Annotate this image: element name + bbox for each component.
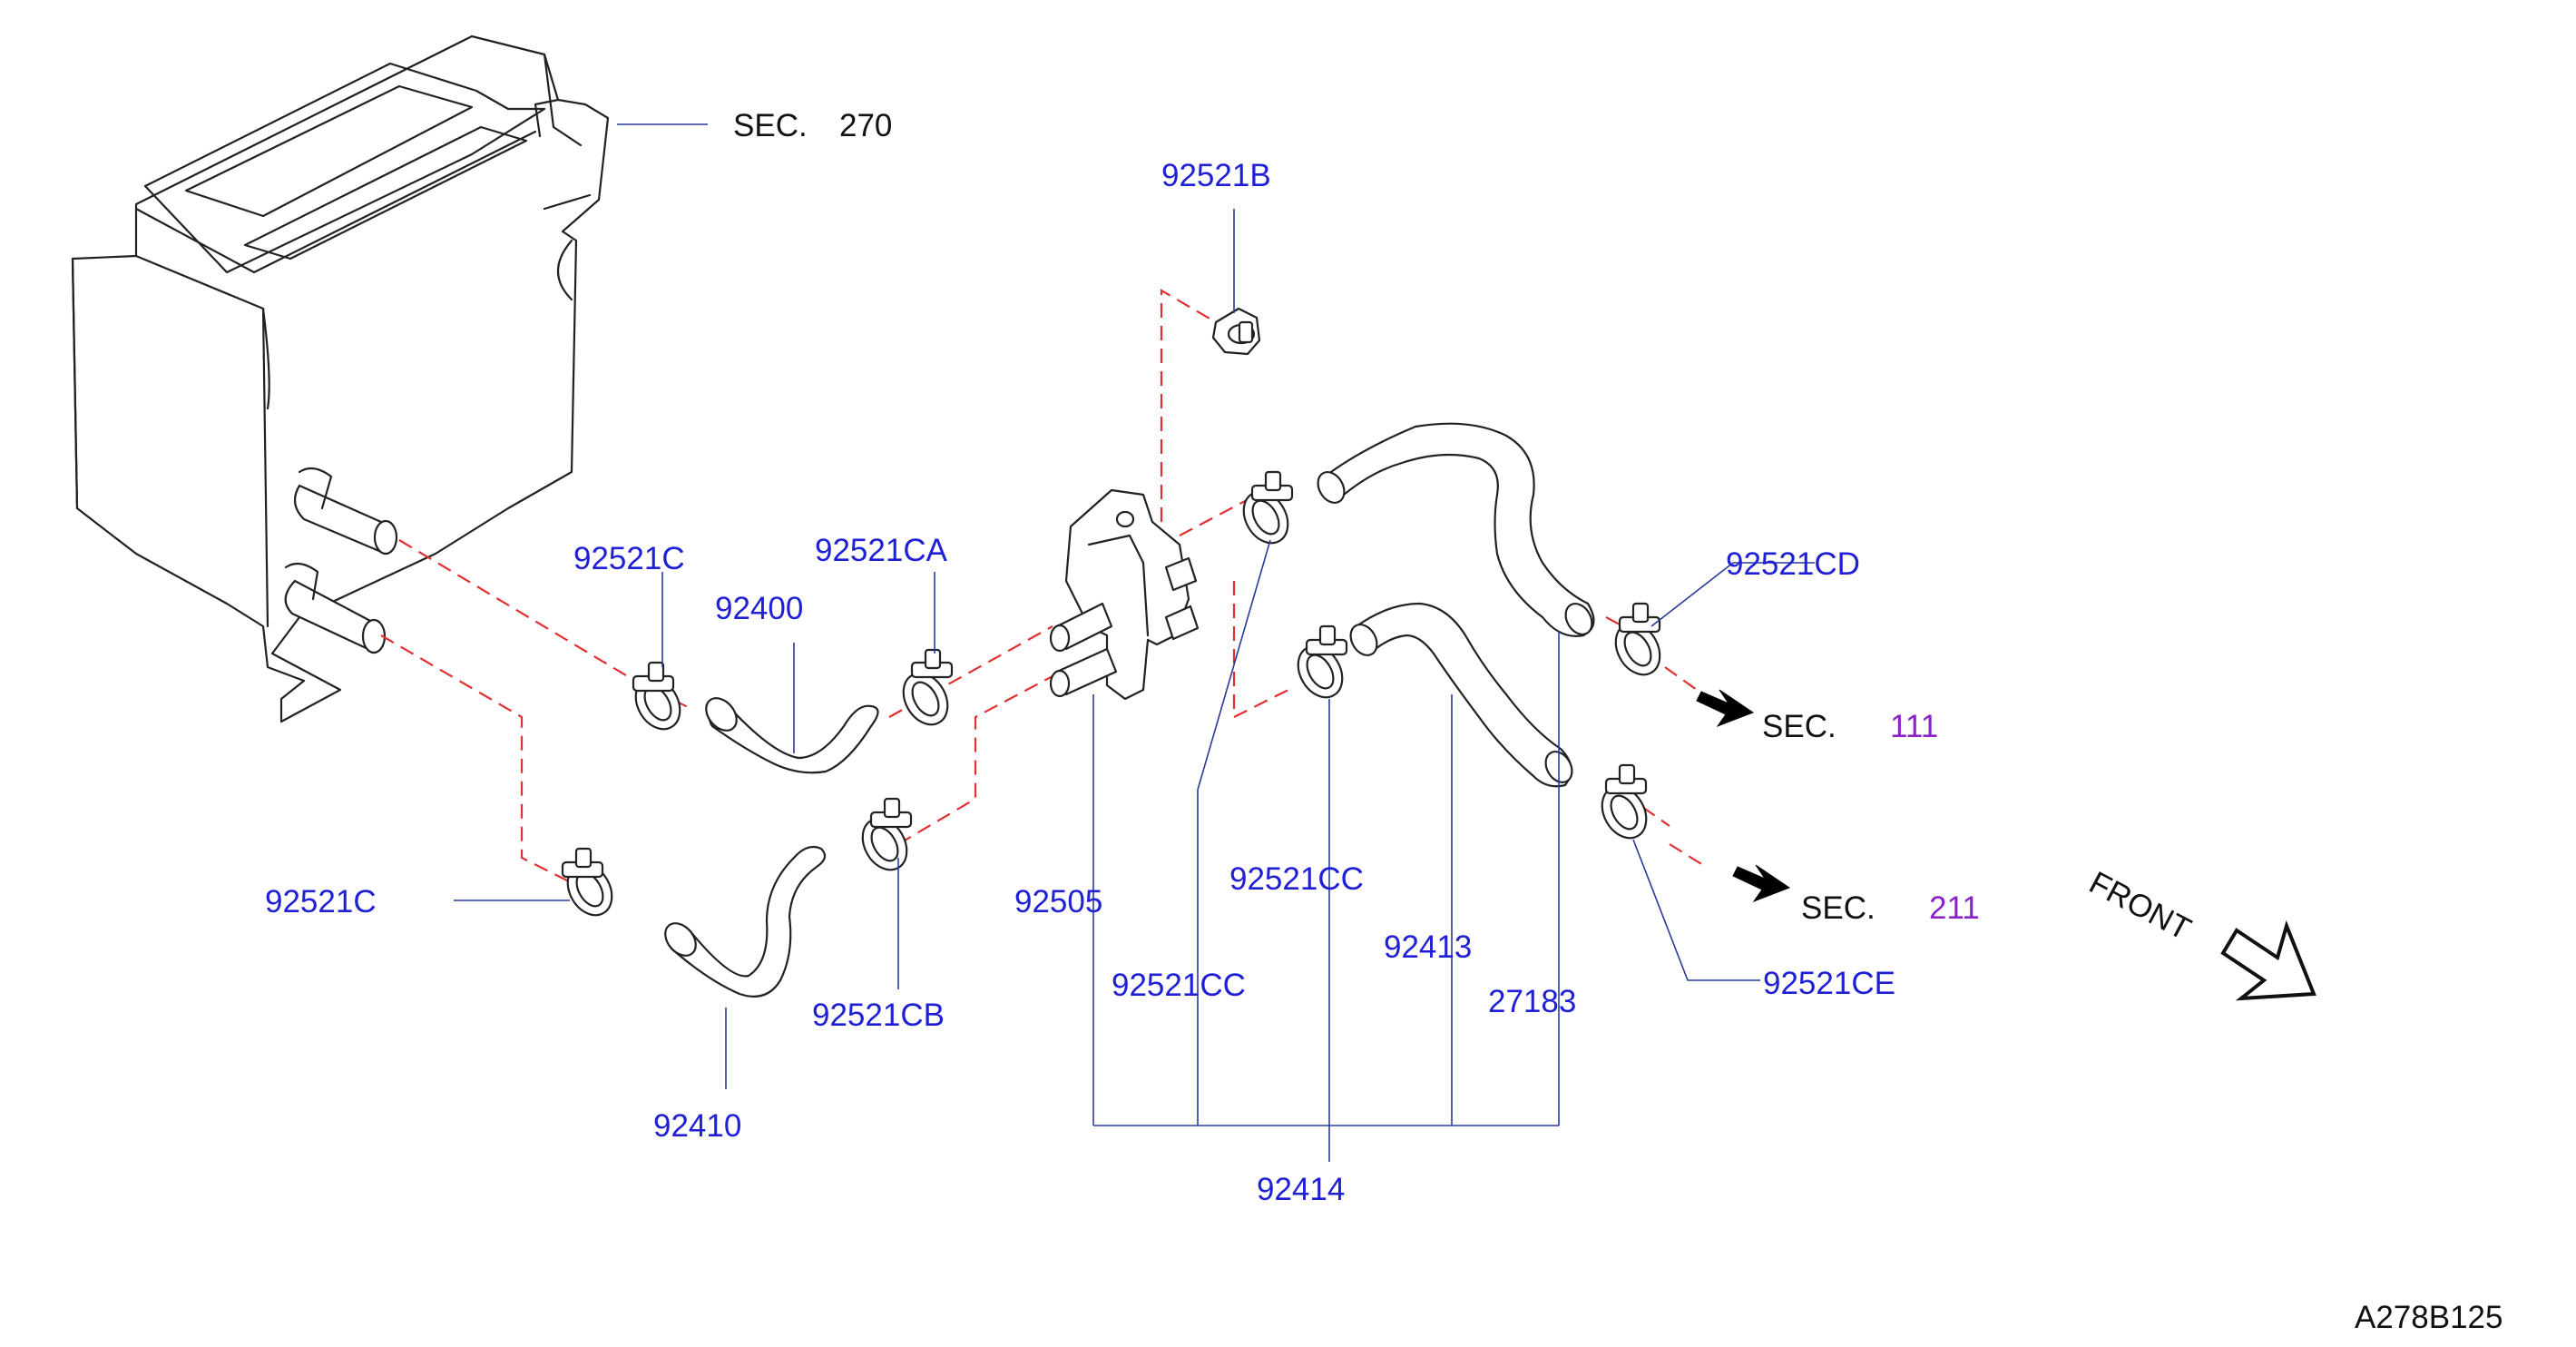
front-arrow [2220,919,2316,1001]
part-92521C-lower[interactable]: 92521C [265,884,377,919]
figure-code: A278B125 [2355,1300,2503,1335]
part-92521CE[interactable]: 92521CE [1763,966,1895,1001]
clip-92521C-upper [632,661,681,731]
part-92521CB[interactable]: 92521CB [812,998,945,1033]
part-92521CA[interactable]: 92521CA [815,533,948,568]
clip-92521C-lower [561,847,613,917]
part-92410[interactable]: 92410 [653,1108,741,1144]
part-92521CD[interactable]: 92521CD [1726,546,1860,582]
sec-270-prefix: SEC. [733,108,808,143]
part-92521CC-mid[interactable]: 92521CC [1229,861,1364,897]
part-92521B[interactable]: 92521B [1161,158,1271,193]
grommet-92521B [1211,307,1261,356]
leader-lines [454,123,1815,1162]
sec-111-arrow [1696,689,1755,728]
heater-unit-drawing [71,34,610,723]
hose-92400 [705,697,879,774]
clip-92521CE [1601,763,1648,840]
part-92413[interactable]: 92413 [1384,929,1472,965]
hose-27183 [1317,422,1595,637]
part-92521C-upper[interactable]: 92521C [573,541,685,576]
clip-92521CB [861,797,913,871]
sec-211-number[interactable]: 211 [1929,890,1980,926]
part-92414[interactable]: 92414 [1257,1172,1345,1207]
part-92505[interactable]: 92505 [1014,884,1102,919]
hose-92410 [664,845,827,998]
sec-111-number[interactable]: 111 [1890,709,1938,744]
part-92521CC-low[interactable]: 92521CC [1112,968,1246,1003]
sec-270-number: 270 [839,108,892,143]
clip-92521CC-upper [1242,470,1294,545]
clip-92521CC-lower [1297,624,1348,699]
front-label: FRONT [2083,865,2197,948]
clip-92521CA [902,648,954,726]
sec-211-prefix: SEC. [1801,890,1876,926]
part-92400[interactable]: 92400 [715,591,803,626]
hose-92413 [1349,602,1573,788]
sec-111-prefix: SEC. [1762,709,1837,744]
hose-routing-lines [380,289,1707,890]
valve-92505 [1049,488,1200,701]
clip-92521CD [1614,602,1661,676]
part-27183[interactable]: 27183 [1488,984,1576,1019]
sec-211-arrow [1732,864,1791,903]
